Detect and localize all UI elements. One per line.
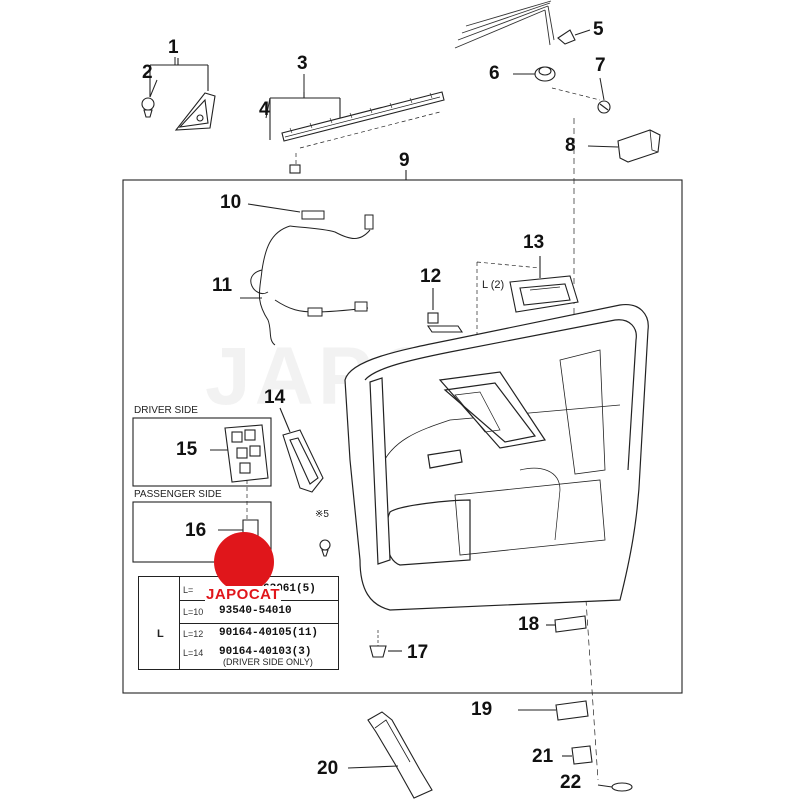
clip-icon — [369, 630, 387, 658]
clip-icon — [555, 700, 589, 721]
grommet-icon — [534, 66, 556, 82]
driver-side-box — [132, 417, 272, 487]
callout-14: 14 — [264, 387, 286, 408]
callout-3: 3 — [297, 53, 308, 74]
callout-16: 16 — [185, 520, 207, 541]
clip-icon — [319, 539, 331, 557]
callout-17: 17 — [407, 642, 429, 663]
note-5-label: ※5 — [315, 509, 329, 520]
switch-icon — [224, 424, 269, 483]
door-trim-panel-icon — [344, 303, 649, 611]
passenger-side-box — [132, 501, 272, 563]
callout-22: 22 — [560, 772, 582, 793]
japocat-logo-icon — [214, 532, 274, 592]
length-annotation: L (2) — [482, 279, 505, 291]
clip-icon — [554, 615, 587, 633]
window-glass-hint-icon — [454, 0, 555, 49]
callout-12: 12 — [420, 266, 442, 287]
callout-6: 6 — [489, 63, 500, 84]
clip-icon — [141, 92, 216, 131]
callout-11: 11 — [212, 275, 233, 296]
callout-7: 7 — [595, 55, 606, 76]
screw-icon — [597, 782, 633, 792]
callout-15: 15 — [176, 439, 198, 460]
weatherstrip-icon — [281, 91, 445, 174]
table-footnote: (DRIVER SIDE ONLY) — [223, 657, 313, 667]
callout-21: 21 — [532, 746, 554, 767]
screw-icon — [426, 312, 464, 333]
screw-icon — [597, 100, 611, 114]
callout-20: 20 — [317, 758, 339, 779]
callout-9: 9 — [399, 150, 410, 171]
passenger-side-label: PASSENGER SIDE — [134, 489, 222, 500]
clip-icon — [571, 745, 593, 765]
callout-8: 8 — [565, 135, 576, 156]
callout-10: 10 — [220, 192, 242, 213]
length-symbol: L — [157, 628, 164, 640]
inside-handle-icon — [509, 275, 579, 313]
callout-4: 4 — [259, 99, 270, 120]
clip-icon — [557, 29, 576, 45]
callout-13: 13 — [523, 232, 545, 253]
callout-5: 5 — [593, 19, 604, 40]
callout-2: 2 — [142, 62, 153, 83]
callout-19: 19 — [471, 699, 493, 720]
logo-text: JAPOCAT — [205, 586, 282, 603]
driver-side-label: DRIVER SIDE — [134, 405, 198, 416]
pull-handle-icon — [367, 711, 433, 799]
pad-icon — [617, 129, 661, 163]
panel-frame — [122, 179, 683, 694]
callout-1: 1 — [168, 37, 179, 58]
callout-18: 18 — [518, 614, 540, 635]
wire-harness-icon — [250, 210, 374, 346]
switch-icon — [282, 429, 324, 493]
fastener-table: L L= 63061(5) L=10 93540-54010 L=12 9016… — [138, 576, 339, 670]
